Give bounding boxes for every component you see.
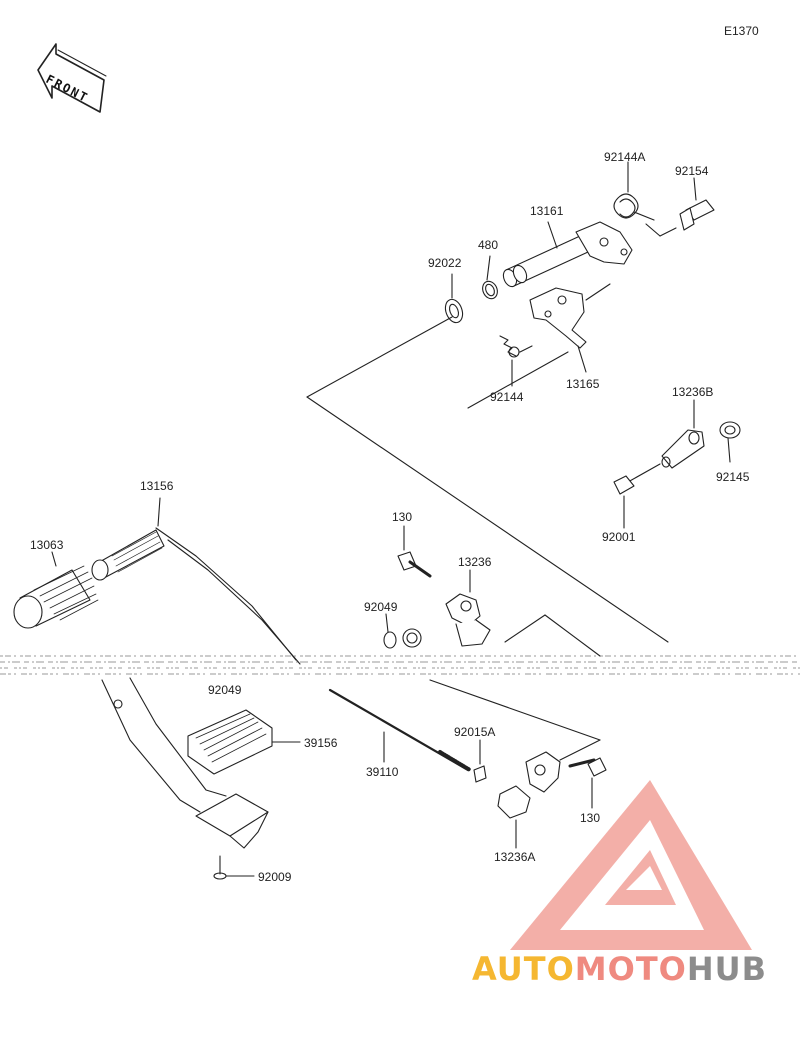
leader-line <box>467 351 569 409</box>
label-39156: 39156 <box>304 736 338 750</box>
label-92001: 92001 <box>602 530 636 544</box>
shift-shaft-13161 <box>502 221 633 288</box>
shift-pedal-13156 <box>91 497 301 665</box>
spring-92144A <box>613 161 677 237</box>
watermark-text: AUTOMOTOHUB <box>472 950 767 988</box>
label-13165: 13165 <box>566 377 600 391</box>
label-92144A: 92144A <box>604 150 646 164</box>
leader-line <box>306 316 453 398</box>
leader-line <box>504 614 546 643</box>
watermark-auto: AUTO <box>472 950 575 988</box>
washer-92049-upper <box>383 613 422 649</box>
leader-line <box>306 396 669 643</box>
spring-92144 <box>499 335 533 387</box>
scan-artifact-band <box>0 655 800 675</box>
diagram-code: E1370 <box>724 24 759 38</box>
label-480: 480 <box>478 238 499 252</box>
nut-92015A <box>473 739 487 783</box>
label-13156: 13156 <box>140 479 174 493</box>
lever-13236A <box>497 751 561 849</box>
bolt-130-upper <box>397 525 432 578</box>
pedal-pad-39156 <box>187 709 301 775</box>
bolt-92154 <box>679 177 715 231</box>
label-92145: 92145 <box>716 470 750 484</box>
tie-rod-39110 <box>328 688 472 772</box>
label-39110: 39110 <box>366 765 399 779</box>
label-92049-upper: 92049 <box>364 600 398 614</box>
bolt-92001 <box>613 475 635 529</box>
leader-line <box>429 679 601 741</box>
label-13161: 13161 <box>530 204 564 218</box>
circlip-480 <box>482 255 498 300</box>
clip-92145 <box>719 421 741 463</box>
washer-92022 <box>444 273 464 324</box>
footpeg-rubber-13063 <box>13 551 99 629</box>
label-130-lower: 130 <box>580 811 601 825</box>
label-92144: 92144 <box>490 390 524 404</box>
lever-13236 <box>445 569 491 647</box>
label-92022: 92022 <box>428 256 462 270</box>
bolt-92009 <box>213 855 255 880</box>
bolt-130-lower <box>568 757 607 809</box>
label-92049-lower: 92049 <box>208 683 242 697</box>
label-13236: 13236 <box>458 555 492 569</box>
label-92009: 92009 <box>258 870 292 884</box>
label-13236B: 13236B <box>672 385 714 399</box>
leader-line <box>544 614 601 657</box>
lever-13236B <box>627 399 705 483</box>
pedal-bracket <box>195 793 269 849</box>
label-92154: 92154 <box>675 164 709 178</box>
plate-13165 <box>529 283 611 373</box>
brake-pedal-arm <box>101 677 227 813</box>
watermark-logo <box>510 780 752 950</box>
label-130-upper: 130 <box>392 510 413 524</box>
label-13063: 13063 <box>30 538 64 552</box>
label-92015A: 92015A <box>454 725 496 739</box>
watermark-moto: MOTO <box>574 950 687 988</box>
watermark-hub: HUB <box>686 950 768 988</box>
front-arrow-icon <box>37 43 107 113</box>
leader-line <box>559 739 601 761</box>
label-13236A: 13236A <box>494 850 536 864</box>
